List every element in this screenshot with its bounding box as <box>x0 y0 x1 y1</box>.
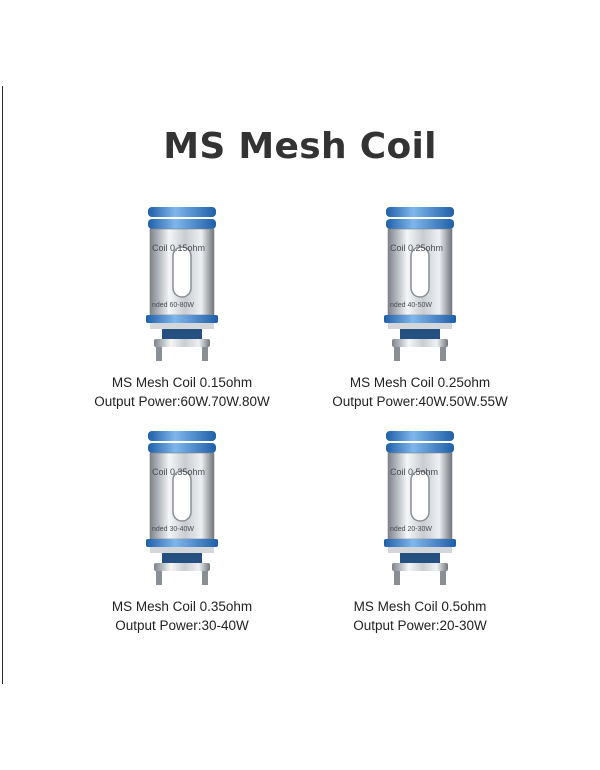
coil-image: Coil 0.35ohm nded 30-40W <box>132 427 232 587</box>
product-card: Coil 0.25ohm nded 40-50W MS Mesh Coil 0.… <box>300 203 540 411</box>
product-name: MS Mesh Coil 0.35ohm <box>111 599 253 614</box>
coil-rated-text: nded 30-40W <box>152 526 194 533</box>
coil-rated-text: nded 20-30W <box>390 526 432 533</box>
product-output-power: Output Power:20-30W <box>353 618 487 633</box>
product-output-power: Output Power:40W.50W.55W <box>332 394 508 409</box>
product-output-power: Output Power:60W.70W.80W <box>94 394 270 409</box>
product-card: Coil 0.35ohm nded 30-40W MS Mesh Coil 0.… <box>62 427 302 635</box>
coil-rated-text: nded 40-50W <box>390 302 432 309</box>
coil-rated-text: nded 60-80W <box>152 302 194 309</box>
product-name: MS Mesh Coil 0.5ohm <box>353 599 487 614</box>
page-edge-line <box>2 86 3 684</box>
product-output-power: Output Power:30-40W <box>115 618 249 633</box>
product-card: Coil 0.5ohm nded 20-30W MS Mesh Coil 0.5… <box>300 427 540 635</box>
coil-image: Coil 0.15ohm nded 60-80W <box>132 203 232 363</box>
product-name: MS Mesh Coil 0.15ohm <box>111 375 253 390</box>
coil-image: Coil 0.5ohm nded 20-30W <box>370 427 470 587</box>
coil-body-text: Coil 0.35ohm <box>152 467 205 477</box>
coil-image: Coil 0.25ohm nded 40-50W <box>370 203 470 363</box>
coil-body-text: Coil 0.25ohm <box>390 243 443 253</box>
coil-body-text: Coil 0.15ohm <box>152 243 205 253</box>
coil-body-text: Coil 0.5ohm <box>390 467 438 477</box>
product-card: Coil 0.15ohm nded 60-80W MS Mesh Coil 0.… <box>62 203 302 411</box>
product-name: MS Mesh Coil 0.25ohm <box>349 375 491 390</box>
page-title: MS Mesh Coil <box>163 126 437 167</box>
